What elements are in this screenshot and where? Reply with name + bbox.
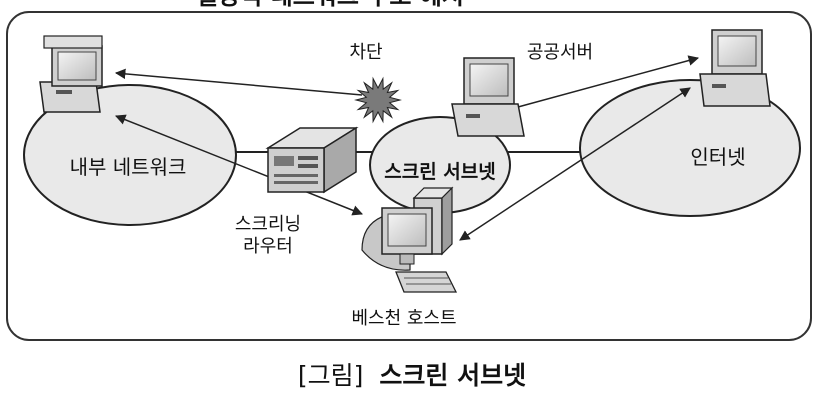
screening-router-icon	[265, 126, 359, 194]
diagram-frame	[6, 11, 812, 341]
figure-caption: [그림] 스크린 서브넷	[298, 361, 526, 390]
internal-network-label: 내부 네트워크	[70, 155, 187, 179]
public-server-icon	[451, 57, 525, 137]
public-server-label: 공공서버	[527, 42, 593, 63]
screening-router-label-line2: 라우터	[243, 236, 293, 257]
arrow-internet-to-bastion	[459, 87, 691, 241]
arrow-internal-to-bastion	[115, 114, 363, 216]
screening-router-label-line1: 스크리닝	[235, 214, 301, 235]
internet-computer-icon	[699, 29, 771, 107]
bastion-host-label: 베스천 호스트	[351, 308, 456, 329]
block-starburst-icon	[354, 76, 402, 124]
bastion-host-icon	[361, 186, 458, 293]
block-label: 차단	[349, 42, 382, 63]
arrow-blocked-to-internal	[114, 68, 363, 96]
screened-subnet-label: 스크린 서브넷	[384, 161, 496, 183]
internal-computer-icon	[39, 35, 103, 113]
caption-text: 스크린 서브넷	[379, 361, 526, 390]
caption-prefix: [그림]	[298, 361, 364, 390]
diagram-title-partial: 일방식 네트워크 구조 예시	[196, 0, 464, 10]
internet-label: 인터넷	[690, 145, 745, 169]
